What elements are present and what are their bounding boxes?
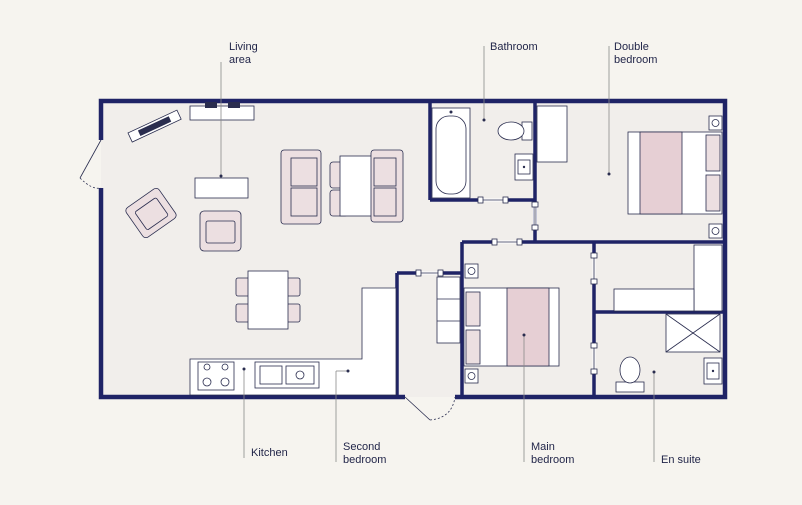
tv-unit — [189, 102, 255, 121]
leader-kitchen — [242, 367, 246, 458]
label-kitchen: Kitchen — [251, 447, 288, 459]
label-en-suite: En suite — [661, 454, 701, 466]
sofa-left — [280, 149, 322, 225]
leader-double-bedroom — [607, 46, 611, 176]
main-bed — [463, 287, 560, 367]
second-bedroom-door — [404, 396, 456, 421]
basin-ensuite — [703, 357, 723, 385]
dining-set — [235, 270, 301, 330]
entrance-door — [79, 139, 102, 189]
nightstand-main-top — [464, 263, 479, 279]
tv-icon — [127, 109, 182, 143]
basin-bathroom — [514, 153, 534, 181]
interior-door-markers — [415, 196, 598, 375]
nightstand-double-bottom — [708, 223, 723, 239]
coffee-table — [194, 177, 249, 199]
leader-bathroom — [482, 46, 486, 122]
label-bathroom: Bathroom — [490, 41, 538, 53]
toilet-ensuite — [615, 356, 645, 393]
label-double-bedroom: Double bedroom — [614, 41, 657, 66]
exterior-wall — [98, 98, 728, 400]
armchair-left — [125, 187, 177, 239]
nightstand-double-top — [708, 115, 723, 131]
leader-en-suite — [652, 370, 656, 462]
sofa-right — [370, 149, 404, 223]
armchair-right — [199, 210, 242, 252]
label-main-bedroom: Main bedroom — [531, 441, 574, 466]
bathroom-cabinet — [536, 105, 568, 163]
double-bed — [627, 131, 723, 215]
shower-tray — [665, 313, 721, 353]
toilet-bathroom — [497, 121, 533, 141]
interior-walls — [395, 101, 725, 397]
kitchen-counter — [189, 287, 397, 396]
wardrobe-unit — [613, 244, 723, 312]
bathtub — [431, 107, 471, 199]
nightstand-main-bottom — [464, 368, 479, 384]
label-living-area: Living area — [229, 41, 261, 66]
second-bedroom-shelves — [436, 276, 461, 344]
label-second-bedroom: Second bedroom — [343, 441, 386, 466]
leader-second-bedroom — [335, 369, 350, 462]
leader-living-area — [219, 62, 223, 178]
leader-main-bedroom — [522, 333, 526, 462]
